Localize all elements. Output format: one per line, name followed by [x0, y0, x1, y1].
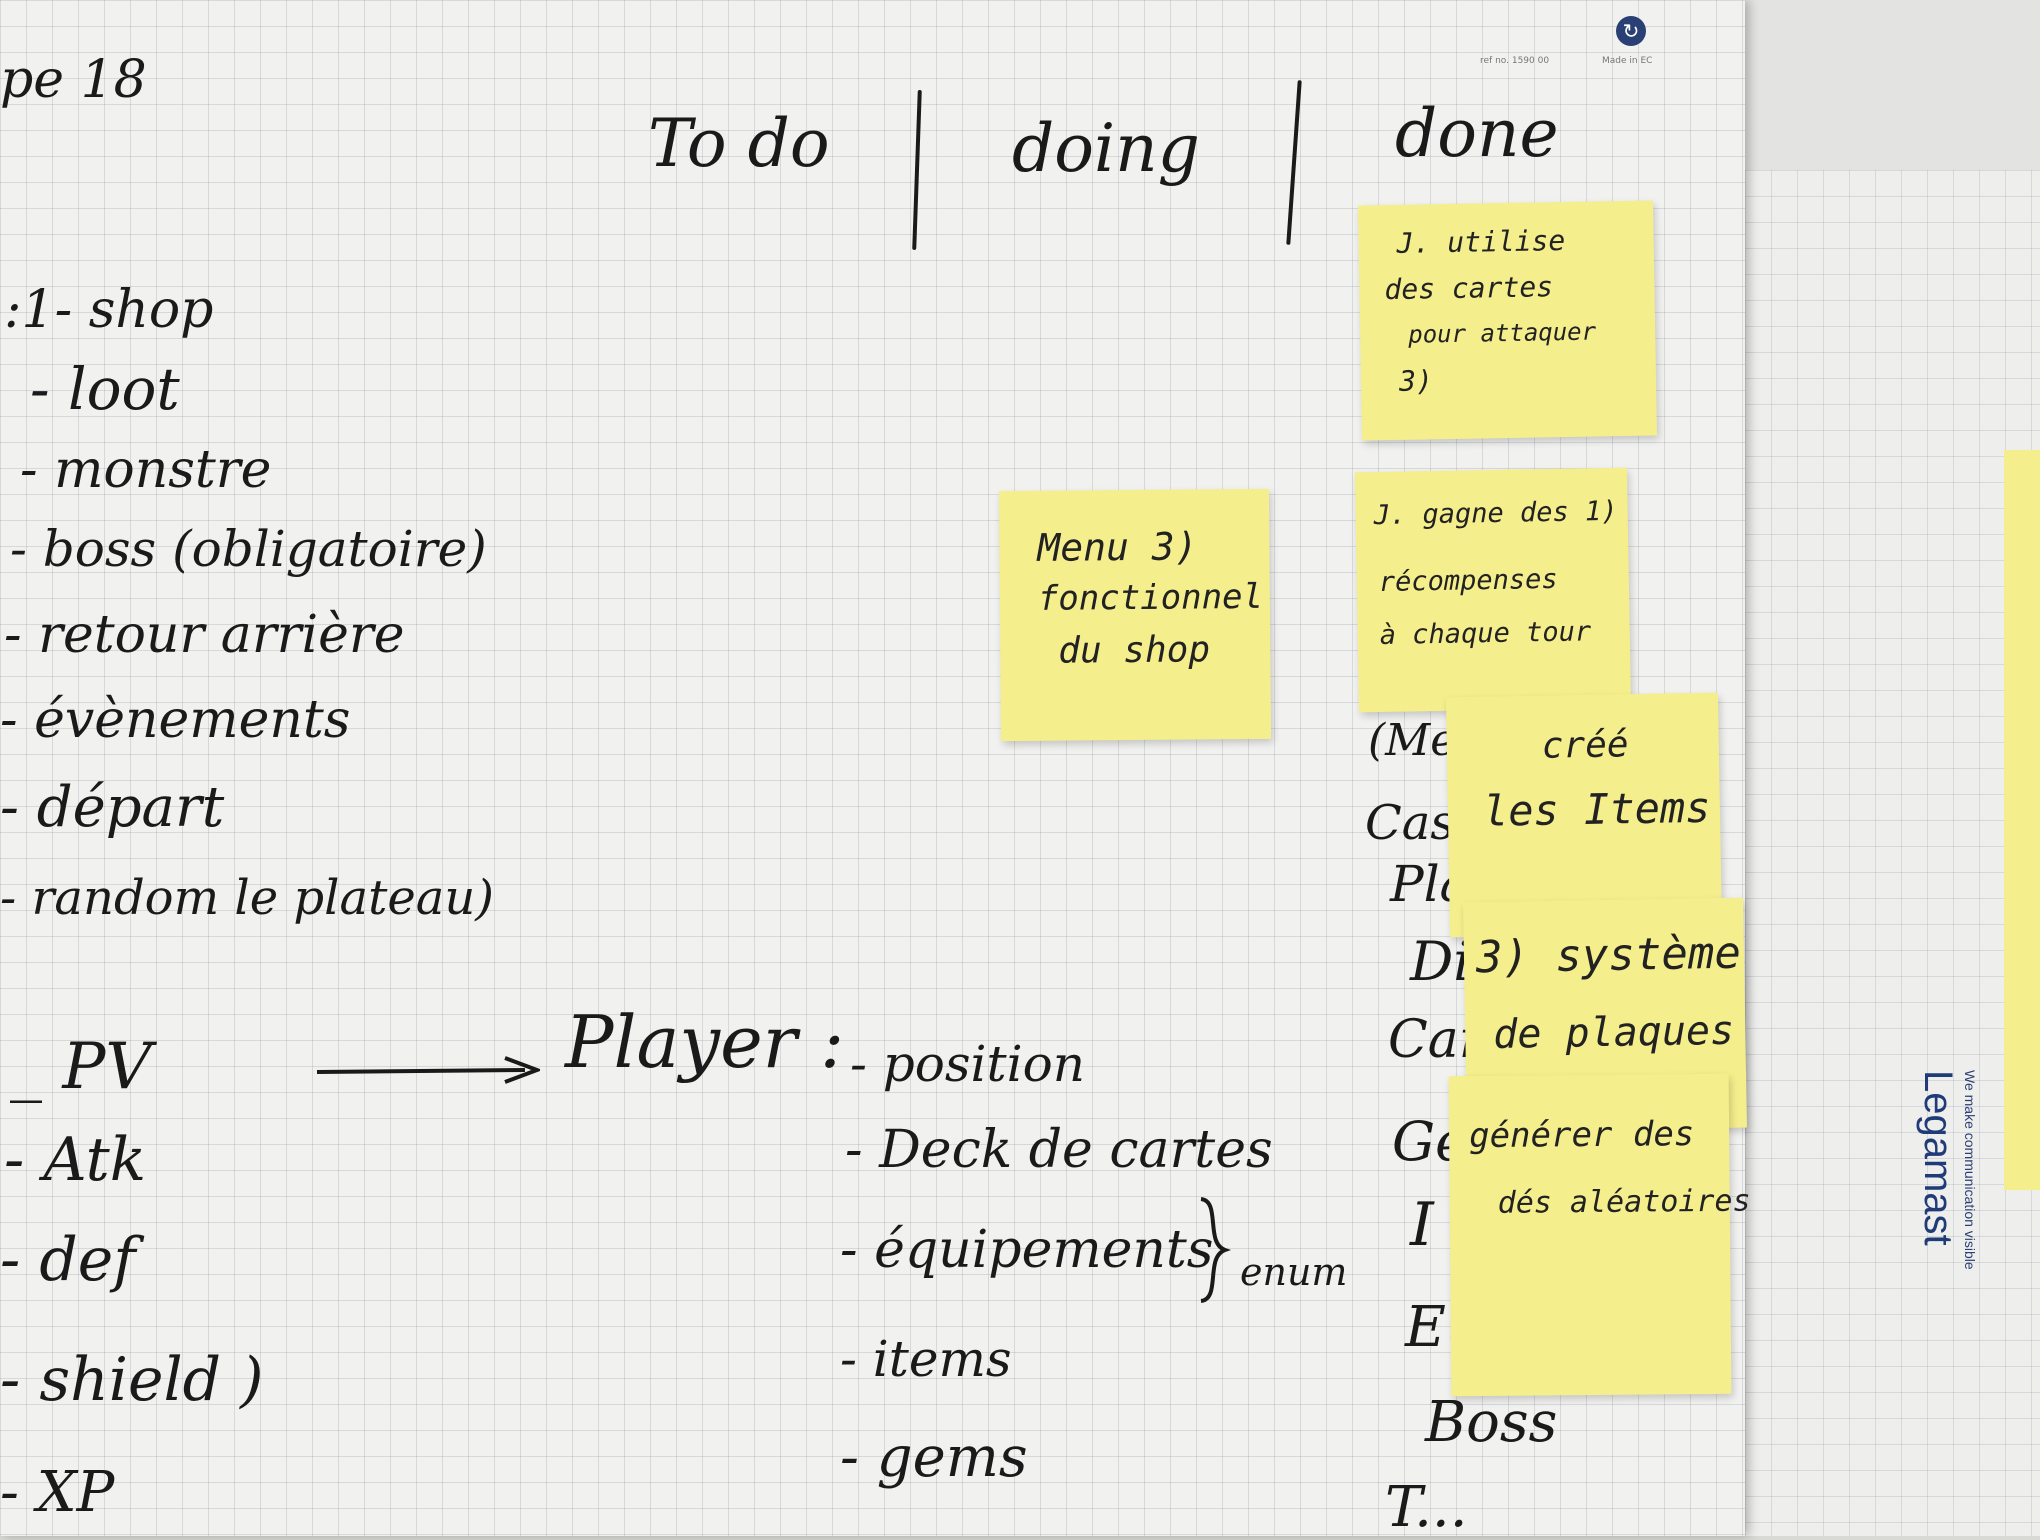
- note-line: Menu 3): [1037, 524, 1198, 570]
- note-line: pour attaquer: [1407, 317, 1597, 349]
- note-line: à chaque tour: [1379, 616, 1592, 651]
- arrow-icon: [316, 1056, 540, 1084]
- list-item: - monstre: [20, 440, 272, 500]
- list-item: - départ: [0, 775, 225, 840]
- paper-logo-icon: ↻: [1616, 16, 1646, 46]
- note-line: du shop: [1058, 629, 1211, 672]
- list-item: - random le plateau): [0, 870, 495, 926]
- sticky-note-cards-attack[interactable]: J. utilise des cartes pour attaquer 3): [1357, 200, 1658, 441]
- sticky-note-rewards[interactable]: J. gagne des 1) récompenses à chaque tou…: [1354, 467, 1632, 713]
- note-line: fonctionnel: [1037, 576, 1264, 619]
- column-header-doing: doing: [1012, 110, 1200, 187]
- list-item: - Atk: [4, 1125, 147, 1195]
- brand-tagline: We make communication visible: [1962, 1070, 1978, 1270]
- list-item: - équipements: [840, 1220, 1214, 1280]
- column-header-todo: To do: [648, 105, 830, 182]
- wall-background: [1745, 0, 2040, 170]
- note-line: générer des: [1468, 1114, 1695, 1157]
- sticky-note-shop-menu[interactable]: Menu 3) fonctionnel du shop: [998, 488, 1272, 742]
- board-header-left: pe 18: [0, 50, 147, 110]
- list-item: :1- shop: [4, 280, 214, 340]
- list-item: Boss: [1425, 1390, 1558, 1455]
- list-item: - def: [0, 1225, 136, 1295]
- column-divider-2: [1286, 80, 1302, 245]
- column-header-done: done: [1395, 95, 1559, 172]
- note-line: les Items: [1482, 782, 1711, 836]
- list-item: - position: [850, 1035, 1085, 1093]
- note-line: de plaques: [1492, 1007, 1735, 1058]
- list-item: T...: [1385, 1475, 1468, 1540]
- paper-made-in: Made in EC: [1602, 56, 1653, 66]
- sticky-note-dice[interactable]: générer des dés aléatoires: [1448, 1073, 1751, 1397]
- paper-ref-number: ref no. 1590 00: [1480, 56, 1550, 66]
- list-item: - évènements: [0, 690, 351, 750]
- note-line: récompenses: [1378, 563, 1558, 598]
- column-divider-1: [912, 89, 922, 251]
- sticky-note-edge: [2004, 450, 2040, 1190]
- list-item: - Deck de cartes: [845, 1120, 1273, 1180]
- list-item: Di: [1410, 930, 1471, 993]
- list-item: I: [1410, 1190, 1434, 1260]
- brace-label: enum: [1240, 1250, 1348, 1294]
- second-paper-sheet: [1745, 170, 2040, 1536]
- list-item: - gems: [840, 1425, 1028, 1490]
- note-line: créé: [1541, 724, 1629, 767]
- note-line: dés aléatoires: [1497, 1183, 1751, 1221]
- list-item: Cas: [1365, 795, 1455, 851]
- list-item: - shield ): [0, 1345, 264, 1415]
- player-label: Player :: [565, 1000, 845, 1084]
- note-line: des cartes: [1384, 270, 1554, 307]
- note-line: J. gagne des 1): [1373, 495, 1618, 532]
- list-item: _ PV: [10, 1030, 152, 1104]
- list-item: - XP: [0, 1460, 115, 1525]
- list-item: - boss (obligatoire): [10, 520, 487, 578]
- note-line: J. utilise: [1396, 223, 1566, 260]
- brace-icon: [1200, 1197, 1232, 1303]
- list-item: - items: [840, 1330, 1012, 1388]
- note-line: 3) système: [1475, 927, 1742, 984]
- list-item: - loot: [30, 355, 180, 423]
- brand-name: Legamast: [1916, 1070, 1960, 1246]
- list-item: - retour arrière: [4, 605, 405, 665]
- note-line: 3): [1398, 364, 1434, 398]
